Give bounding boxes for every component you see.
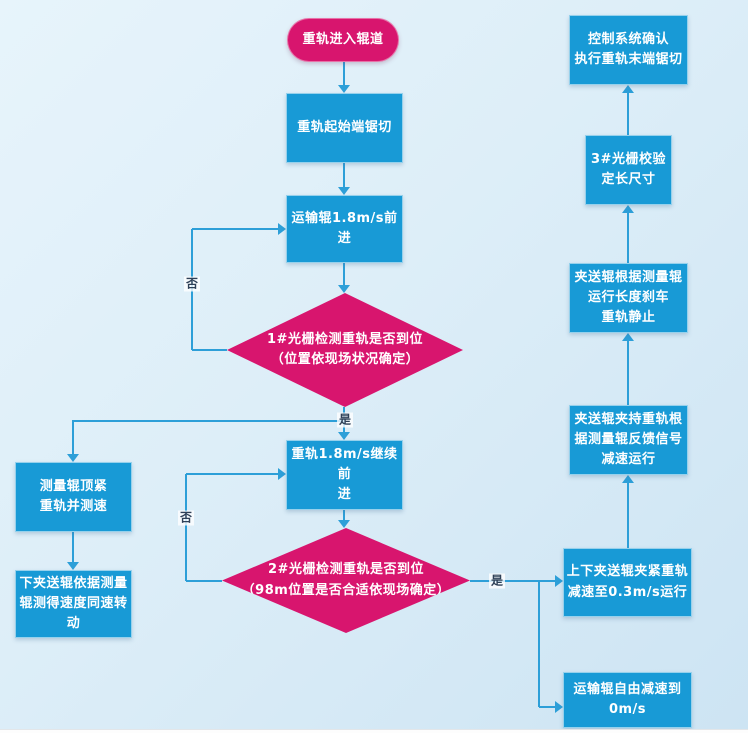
connector-branch-to-measure (72, 420, 74, 455)
arrow-right-icon (278, 223, 286, 235)
arrow-down-icon (338, 285, 350, 293)
right-gutter (748, 0, 755, 733)
connector-roller-to-grating1 (343, 263, 345, 286)
node-decision-grating1: 1#光栅检测重轨是否到位 （位置依现场状况确定） (227, 293, 463, 407)
connector-yes-branch-left (73, 420, 344, 422)
edge-label-no-1: 否 (183, 276, 201, 292)
connector-start-to-sawstart (343, 62, 345, 86)
bottom-gutter (0, 729, 748, 733)
edge-label-yes-1: 是 (336, 412, 354, 428)
arrow-up-icon (622, 85, 634, 93)
connector-grating2-no (185, 474, 187, 581)
arrow-down-icon (338, 187, 350, 195)
node-final-saw-cut: 控制系统确认 执行重轨末端锯切 (569, 15, 688, 85)
connector-branch-to-freestop (539, 706, 556, 708)
connector-sawstart-to-roller (343, 163, 345, 188)
node-transport-roller-free-stop: 运输辊自由减速到 0m/s (563, 672, 692, 728)
arrow-right-icon (278, 468, 286, 480)
node-decision-grating2: 2#光栅检测重轨是否到位 （98m位置是否合适依现场确定） (222, 528, 470, 633)
edge-label-no-2: 否 (177, 510, 195, 526)
node-pinch-feedback-decelerate: 夹送辊夹持重轨根 据测量辊反馈信号 减速运行 (569, 405, 688, 475)
node-measuring-roller: 测量辊顶紧 重轨并测速 (15, 462, 132, 532)
connector-grating2-no (186, 580, 222, 582)
arrow-up-icon (622, 475, 634, 483)
connector-grating2-yes (470, 580, 556, 582)
node-start-terminator: 重轨进入辊道 (287, 18, 399, 62)
arrow-down-icon (338, 520, 350, 528)
connector-feedback-to-brake (627, 341, 629, 405)
connector-grating2-no (186, 473, 279, 475)
node-rail-continue-forward: 重轨1.8m/s继续前 进 (286, 440, 403, 510)
arrow-down-icon (67, 562, 79, 570)
arrow-down-icon (67, 454, 79, 462)
node-lower-pinch-roller: 下夹送辊依据测量 辊测得速度同速转 动 (15, 570, 132, 638)
node-grating3-length-check: 3#光栅校验 定长尺寸 (585, 135, 672, 205)
node-initial-saw-cut: 重轨起始端锯切 (286, 93, 403, 163)
connector-continue-to-grating2 (343, 510, 345, 521)
node-transport-roller-forward: 运输辊1.8m/s前进 (286, 195, 403, 263)
node-pinch-clamp-decelerate: 上下夹送辊夹紧重轨 减速至0.3m/s运行 (563, 548, 692, 617)
connector-yes-branch-down (538, 581, 540, 707)
arrow-down-icon (338, 432, 350, 440)
node-pinch-brake-stop: 夹送辊根据测量辊 运行长度刹车 重轨静止 (569, 263, 688, 333)
connector-brake-to-grating3 (627, 213, 629, 263)
arrow-up-icon (622, 333, 634, 341)
connector-grating3-to-finalsaw (627, 93, 629, 135)
arrow-right-icon (555, 701, 563, 713)
edge-label-yes-2: 是 (488, 573, 506, 589)
connector-grating1-no (192, 228, 279, 230)
connector-measure-to-pinch (72, 532, 74, 563)
arrow-right-icon (555, 575, 563, 587)
arrow-up-icon (622, 205, 634, 213)
connector-grating1-no (192, 349, 227, 351)
connector-clamp-to-feedback (627, 483, 629, 548)
arrow-down-icon (338, 85, 350, 93)
